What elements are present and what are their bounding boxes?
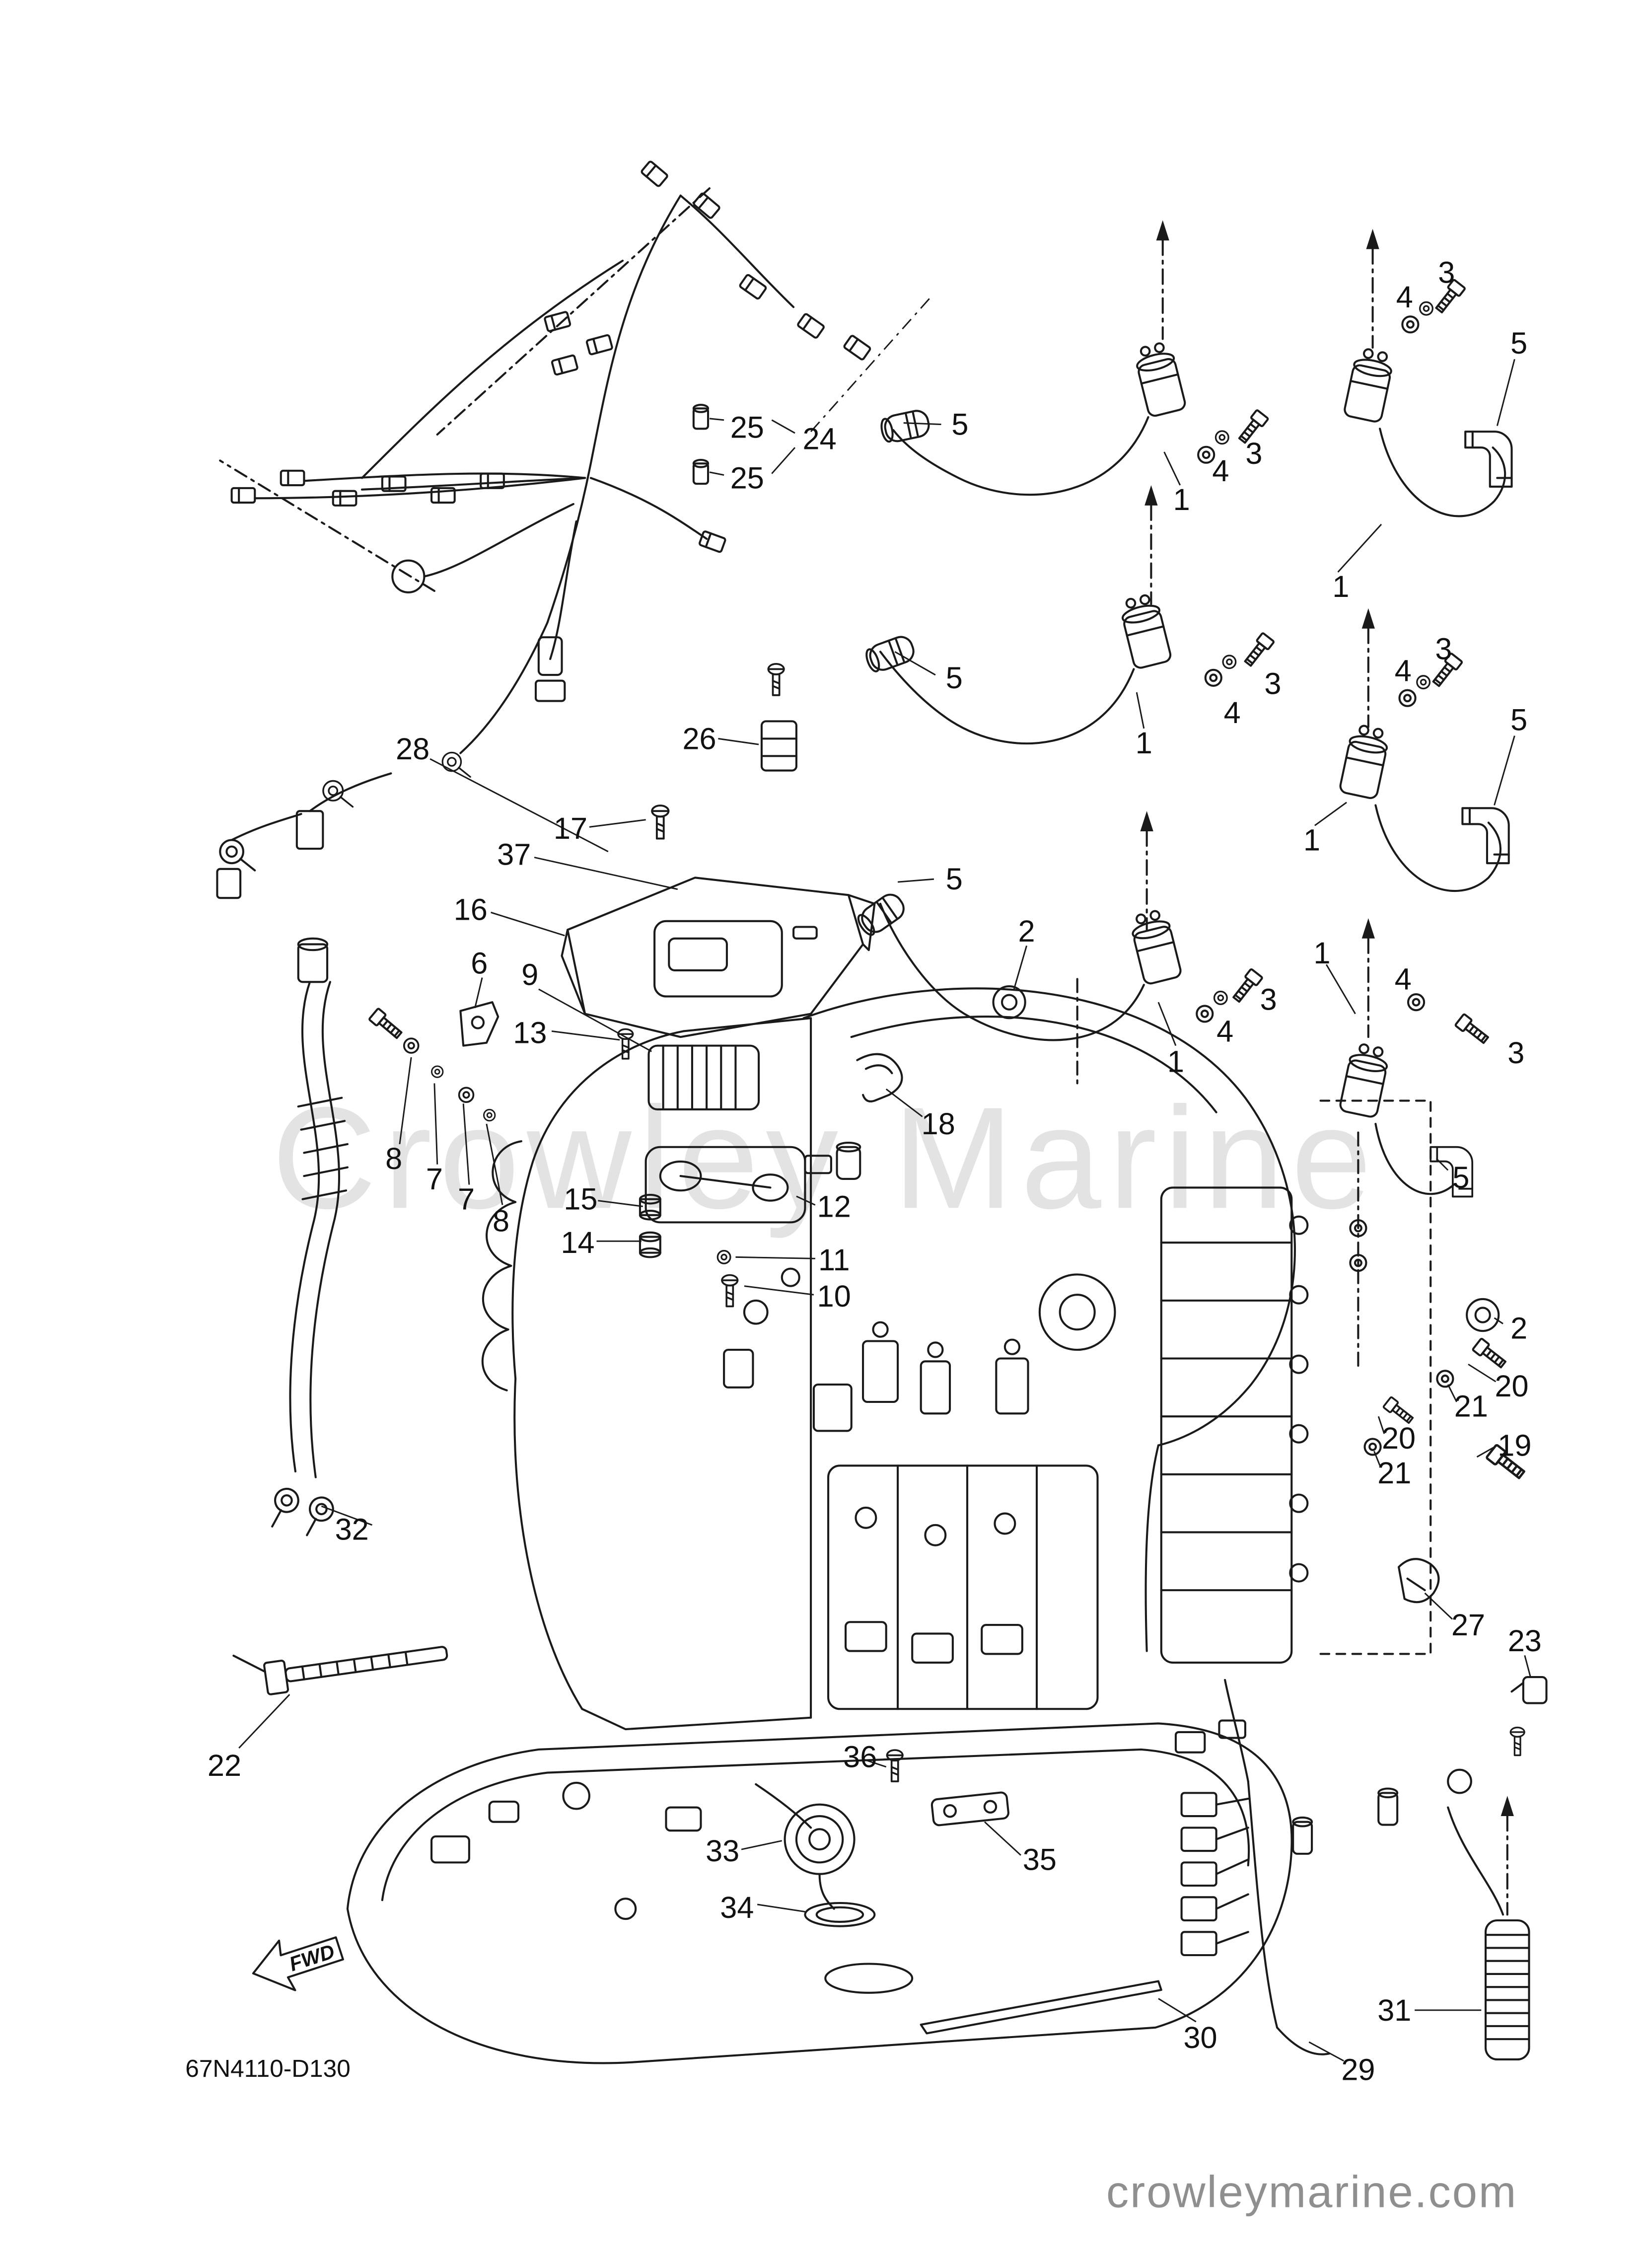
diagram-line-art	[216, 161, 1548, 2064]
callout-3: 3	[1264, 667, 1281, 701]
callout-35: 35	[1023, 1843, 1057, 1877]
wiring-harness-art	[216, 161, 870, 899]
battery-cable-art	[232, 937, 448, 1695]
callout-4: 4	[1395, 654, 1412, 687]
callout-20: 20	[1382, 1421, 1416, 1455]
bottom-cowling-art	[346, 1679, 1530, 2064]
callout-13: 13	[513, 1016, 547, 1049]
callout-18: 18	[922, 1107, 955, 1141]
callout-25: 25	[730, 461, 764, 495]
callout-1: 1	[1332, 570, 1349, 603]
ignition-coil-art-left	[855, 220, 1274, 1041]
callout-29: 29	[1341, 2052, 1375, 2086]
callout-5: 5	[951, 408, 968, 441]
callout-23: 23	[1508, 1624, 1542, 1658]
callout-10: 10	[817, 1279, 851, 1313]
callout-9: 9	[521, 958, 538, 992]
callout-34: 34	[720, 1891, 754, 1924]
callout-21: 21	[1377, 1456, 1411, 1490]
callout-1: 1	[1313, 936, 1330, 970]
callout-32: 32	[335, 1513, 369, 1546]
callout-1: 1	[1173, 483, 1190, 516]
diagram-code: 67N4110-D130	[185, 2054, 350, 2082]
callout-4: 4	[1224, 696, 1241, 730]
callout-1: 1	[1303, 823, 1320, 857]
callout-5: 5	[946, 862, 963, 896]
callout-30: 30	[1183, 2021, 1217, 2054]
callout-21: 21	[1454, 1390, 1488, 1423]
callout-15: 15	[564, 1182, 597, 1216]
callout-12: 12	[817, 1189, 851, 1223]
callout-11: 11	[818, 1243, 850, 1277]
callout-14: 14	[561, 1226, 595, 1259]
ignition-coil-art-right	[1339, 229, 1512, 1371]
callout-3: 3	[1435, 632, 1452, 666]
callout-5: 5	[1510, 703, 1527, 736]
fwd-arrow: FWD	[252, 1936, 344, 1991]
engine-block-art	[481, 978, 1432, 1731]
callout-2: 2	[1018, 914, 1035, 948]
callout-3: 3	[1245, 437, 1262, 470]
callout-4: 4	[1212, 454, 1229, 488]
callout-6: 6	[471, 946, 488, 980]
callout-36: 36	[843, 1740, 877, 1773]
callout-16: 16	[454, 892, 488, 926]
callout-4: 4	[1396, 280, 1413, 314]
callout-31: 31	[1377, 1993, 1411, 2027]
callout-7: 7	[426, 1162, 443, 1196]
callout-8: 8	[493, 1204, 509, 1238]
callout-24: 24	[803, 422, 837, 456]
callout-4: 4	[1216, 1014, 1233, 1048]
callout-3: 3	[1507, 1036, 1524, 1070]
callout-17: 17	[554, 811, 587, 845]
watermark: Crowley Marine	[272, 1077, 1379, 1240]
callout-1: 1	[1167, 1045, 1184, 1079]
right-hardware-art	[1365, 1338, 1548, 1756]
callout-5: 5	[1510, 326, 1527, 360]
callout-19: 19	[1498, 1428, 1531, 1462]
electrical-bracket-art	[369, 805, 876, 1308]
callout-8: 8	[385, 1142, 402, 1175]
callout-5: 5	[946, 661, 963, 695]
callout-7: 7	[458, 1182, 475, 1216]
callout-25: 25	[730, 410, 764, 444]
callout-27: 27	[1451, 1608, 1485, 1642]
callout-4: 4	[1395, 962, 1412, 996]
callout-22: 22	[208, 1749, 241, 1782]
callout-37: 37	[497, 838, 531, 872]
callout-3: 3	[1438, 255, 1455, 289]
callout-33: 33	[706, 1834, 739, 1868]
callout-26: 26	[682, 722, 716, 755]
callout-5: 5	[1452, 1161, 1469, 1194]
site-watermark: crowleymarine.com	[1106, 2167, 1517, 2217]
callout-28: 28	[396, 732, 429, 766]
callout-3: 3	[1260, 982, 1277, 1016]
callout-2: 2	[1510, 1311, 1527, 1345]
callout-1: 1	[1136, 726, 1152, 760]
callout-leader-lines	[238, 297, 1531, 2062]
callout-20: 20	[1495, 1369, 1528, 1403]
